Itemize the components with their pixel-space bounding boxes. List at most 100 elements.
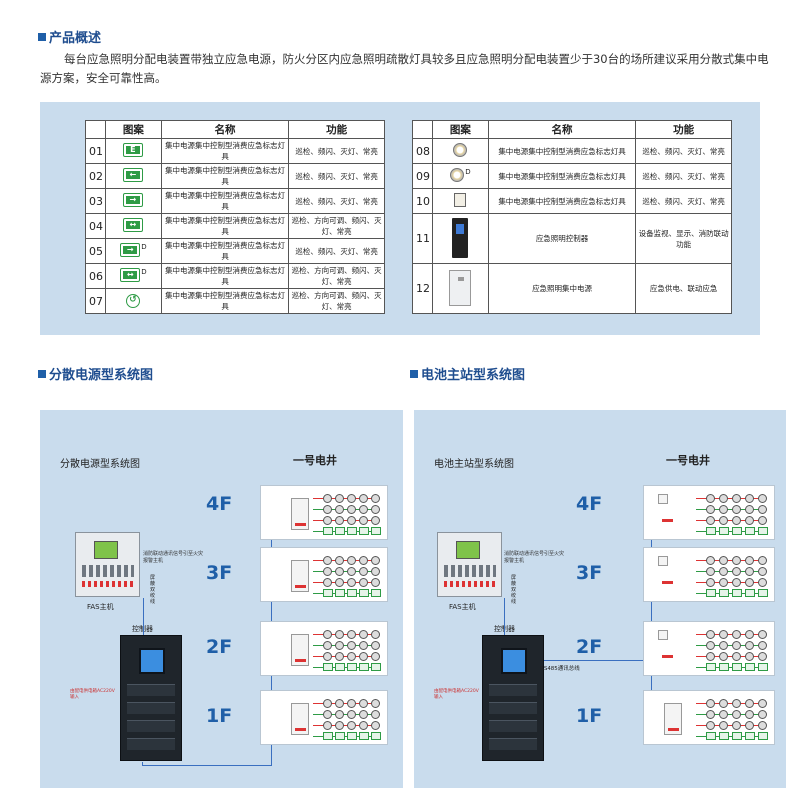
fas-label: FAS主机 (87, 603, 114, 611)
sign-lamp-icon (745, 732, 755, 740)
ceiling-lamp-icon (450, 168, 465, 182)
ceiling-lamp-icon (347, 516, 356, 525)
ceiling-lamp-icon (347, 710, 356, 719)
fas-keypad (444, 565, 496, 577)
ceiling-lamp-icon (359, 567, 368, 576)
sign-lamp-icon (732, 527, 742, 535)
ceiling-lamp-icon (371, 578, 380, 587)
ceiling-lamp-icon (371, 630, 380, 639)
row-name: 集中电源集中控制型消费应急标志灯具 (160, 263, 290, 289)
fas-keypad (82, 565, 134, 577)
row-icon: → (104, 188, 162, 214)
floor-panel (260, 485, 388, 540)
ceiling-lamp-icon (719, 505, 728, 514)
ceiling-lamp-icon (347, 578, 356, 587)
sign-lamp-icon (719, 589, 729, 597)
ceiling-lamp-icon (732, 567, 741, 576)
sign-lamp-icon (732, 589, 742, 597)
distribution-box (291, 703, 309, 735)
ceiling-lamp-icon (359, 516, 368, 525)
ceiling-lamp-icon (347, 699, 356, 708)
sign-lamp-icon (371, 663, 381, 671)
floor-label: 2F (576, 636, 603, 658)
ceiling-lamp-icon (732, 699, 741, 708)
circuit-line (313, 714, 379, 715)
floor-panel (260, 690, 388, 745)
col-no (85, 120, 106, 139)
sign-lamp-icon (706, 527, 716, 535)
row-number: 05 (85, 238, 106, 264)
distributed-heading: 分散电源型系统图 (38, 364, 153, 383)
distributed-heading-text: 分散电源型系统图 (49, 368, 154, 383)
ceiling-lamp-icon (732, 721, 741, 730)
sign-lamp-icon (359, 663, 369, 671)
ceiling-lamp-icon (719, 699, 728, 708)
ceiling-lamp-icon (335, 494, 344, 503)
ceiling-lamp-icon (359, 578, 368, 587)
cabinet-screen (501, 648, 527, 674)
comm-wire (142, 765, 272, 766)
row-mark: D (141, 243, 147, 251)
fas-indicators (82, 581, 134, 587)
floor-panel (643, 621, 775, 676)
ceiling-lamp-icon (758, 641, 767, 650)
row-function: 应急供电、联动应急 (635, 263, 732, 314)
fas-host-unit (437, 532, 502, 597)
controller-cabinet-icon (451, 217, 468, 258)
ceiling-lamp-icon (719, 578, 728, 587)
circuit-line (313, 593, 379, 594)
ceiling-lamp-icon (323, 578, 332, 587)
row-name: 集中电源集中控制型消费应急标志灯具 (160, 188, 290, 214)
circuit-line (313, 582, 379, 583)
row-function: 巡检、频闪、灭灯、常亮 (288, 138, 385, 164)
circuit-line (696, 520, 766, 521)
row-name: 集中电源集中控制型消费应急标志灯具 (487, 138, 637, 164)
ceiling-lamp-icon (335, 556, 344, 565)
ceiling-lamp-icon (371, 641, 380, 650)
cabinet-rack (127, 684, 175, 696)
fas-host-unit (75, 532, 140, 597)
row-icon: →D (104, 238, 162, 264)
row-mark: D (141, 268, 147, 276)
floor-panel (260, 547, 388, 602)
ceiling-lamp-icon (719, 721, 728, 730)
row-number: 08 (412, 138, 433, 164)
sign-lamp-icon (359, 527, 369, 535)
row-icon: ← (104, 163, 162, 189)
row-icon: ↔D (104, 263, 162, 289)
module-box (658, 630, 673, 658)
wire-note: 屏蔽双绞线 (511, 575, 517, 605)
col-func: 功能 (635, 120, 732, 139)
sign-lamp-icon (323, 589, 333, 597)
ceiling-lamp-icon (745, 641, 754, 650)
ceiling-lamp-icon (323, 556, 332, 565)
module-box (658, 494, 673, 522)
cabinet-rack (489, 720, 537, 732)
round-direction-sign-icon: ↺ (125, 294, 140, 308)
sign-lamp-icon (732, 732, 742, 740)
floor-label: 3F (206, 562, 233, 584)
ceiling-lamp-icon (347, 567, 356, 576)
floor-panel (643, 547, 775, 602)
sign-lamp-icon (335, 589, 345, 597)
ceiling-lamp-icon (323, 567, 332, 576)
row-number: 09 (412, 163, 433, 189)
cabinet-screen (139, 648, 165, 674)
ceiling-lamp-icon (758, 710, 767, 719)
ceiling-lamp-icon (359, 556, 368, 565)
overview-heading: 产品概述 (38, 27, 101, 46)
row-name: 集中电源集中控制型消费应急标志灯具 (160, 238, 290, 264)
sign-lamp-icon (323, 663, 333, 671)
ceiling-lamp-icon (745, 630, 754, 639)
circuit-line (313, 703, 379, 704)
circuit-line (696, 667, 766, 668)
floor-panel (260, 621, 388, 676)
row-function: 巡检、频闪、灭灯、常亮 (635, 138, 732, 164)
ceiling-lamp-icon (347, 641, 356, 650)
ceiling-lamp-icon (371, 710, 380, 719)
sign-lamp-icon (359, 589, 369, 597)
ceiling-lamp-icon (347, 494, 356, 503)
distribution-box (291, 560, 309, 592)
